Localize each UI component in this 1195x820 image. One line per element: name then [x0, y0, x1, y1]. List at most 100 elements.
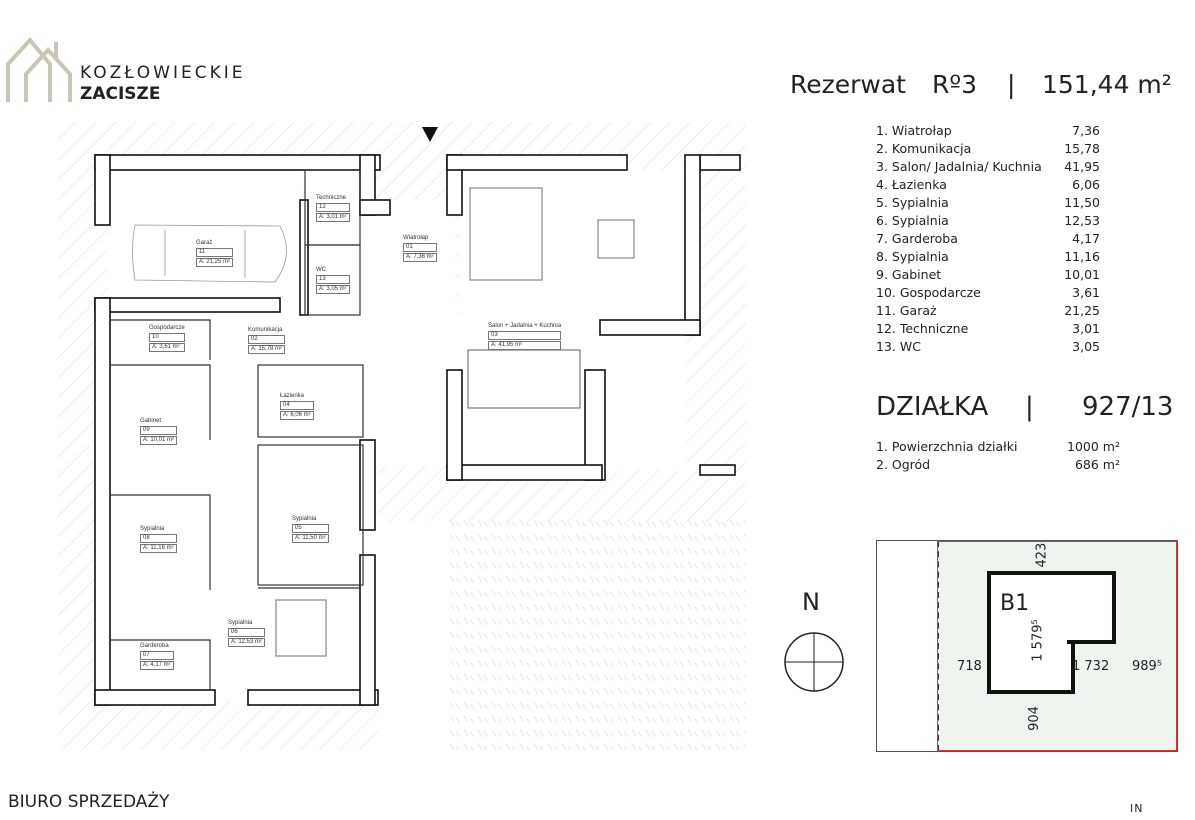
room-name: Gospodarcze	[149, 325, 185, 331]
room-name: Sypialnia	[292, 516, 317, 522]
room-value: 12,53	[1064, 213, 1100, 228]
room-value: 21,25	[1064, 303, 1100, 318]
site-dim: 718	[957, 659, 982, 674]
room-label: 9. Gabinet	[876, 267, 942, 282]
room-no: 04	[280, 401, 314, 410]
plot-item-label: 2. Ogród	[876, 457, 931, 472]
room-list-item: 12. Techniczne 3,01	[876, 320, 1136, 338]
room-area: A: 4,17 m²	[140, 661, 174, 670]
building-label: B1	[1000, 591, 1030, 616]
unit-area: 151,44 m²	[1042, 70, 1172, 99]
room-value: 4,17	[1072, 231, 1100, 246]
room-list-item: 9. Gabinet 10,01	[876, 266, 1136, 284]
room-list-item: 5. Sypialnia 11,50	[876, 194, 1136, 212]
room-value: 3,05	[1072, 339, 1100, 354]
room-area: A: 12,53 m²	[228, 638, 266, 647]
room-label: 7. Garderoba	[876, 231, 958, 246]
plot-item: 2. Ogród 686 m²	[876, 456, 1144, 474]
room-label: 5. Sypialnia	[876, 195, 949, 210]
room-name: Wiatrołap	[403, 235, 429, 241]
room-value: 15,78	[1064, 141, 1100, 156]
room-list-item: 2. Komunikacja 15,78	[876, 140, 1136, 158]
room-label: 8. Sypialnia	[876, 249, 949, 264]
unit-name: Rezerwat	[790, 70, 906, 99]
room-area: A: 11,50 m²	[292, 534, 329, 543]
room-list-item: 8. Sypialnia 11,16	[876, 248, 1136, 266]
room-name: Garderoba	[140, 643, 169, 649]
road-strip	[877, 541, 939, 751]
room-label: 3. Salon/ Jadalnia/ Kuchnia	[876, 159, 1042, 174]
room-list-item: 7. Garderoba 4,17	[876, 230, 1136, 248]
room-label: 2. Komunikacja	[876, 141, 972, 156]
room-area: A: 7,36 m²	[403, 253, 437, 262]
room-value: 11,16	[1064, 249, 1100, 264]
room-no: 11	[196, 248, 234, 257]
room-label: 12. Techniczne	[876, 321, 969, 336]
room-value: 11,50	[1064, 195, 1100, 210]
room-no: 12	[316, 203, 350, 212]
room-no: 09	[140, 426, 178, 435]
room-area: A: 11,16 m²	[140, 544, 177, 553]
room-name: Łazienka	[280, 393, 305, 399]
room-area: A: 3,01 m²	[316, 213, 350, 222]
plot-title: DZIAŁKA	[876, 392, 989, 422]
compass-icon	[784, 632, 844, 692]
room-no: 07	[140, 651, 174, 660]
plot-boundary	[937, 541, 1177, 751]
room-name: Salon + Jadalnia + Kuchnia	[488, 323, 562, 329]
title-separator: |	[1007, 70, 1016, 99]
entrance-arrow-icon	[422, 127, 438, 142]
room-area: A: 21,25 m²	[196, 258, 234, 267]
car-icon	[132, 224, 287, 283]
site-dim: 989⁵	[1132, 659, 1163, 674]
room-name: Sypialnia	[228, 620, 253, 626]
room-value: 10,01	[1064, 267, 1100, 282]
room-no: 01	[403, 243, 437, 252]
room-label: 13. WC	[876, 339, 921, 354]
room-list-item: 13. WC 3,05	[876, 338, 1136, 356]
room-no: 05	[292, 524, 329, 533]
room-area: A: 15,78 m²	[248, 345, 286, 354]
room-area: A: 6,06 m²	[280, 411, 314, 420]
room-area: A: 41,95 m²	[488, 341, 562, 350]
room-value: 3,01	[1072, 321, 1100, 336]
room-no: 06	[228, 628, 266, 637]
brand-line2: ZACISZE	[80, 84, 161, 104]
brand-line1: KOZŁOWIECKIE	[80, 63, 246, 83]
floor-plan	[58, 122, 746, 750]
room-area: A: 3,05 m²	[316, 285, 350, 294]
room-value: 6,06	[1072, 177, 1100, 192]
unit-number: Rº3	[932, 70, 978, 99]
plot-separator: |	[1025, 392, 1034, 422]
plot-item-value: 686 m²	[1074, 457, 1120, 472]
site-dim: 1 732	[1072, 659, 1110, 674]
room-name: Sypialnia	[140, 526, 165, 532]
room-no: 08	[140, 534, 177, 543]
partitions	[110, 169, 635, 690]
sales-office-label: BIURO SPRZEDAŻY	[8, 792, 170, 812]
room-no: 02	[248, 335, 286, 344]
room-name: WC	[316, 267, 326, 273]
room-name: Gabinet	[140, 418, 162, 424]
room-area: A: 3,61 m²	[149, 343, 185, 352]
room-no: 10	[149, 333, 185, 342]
